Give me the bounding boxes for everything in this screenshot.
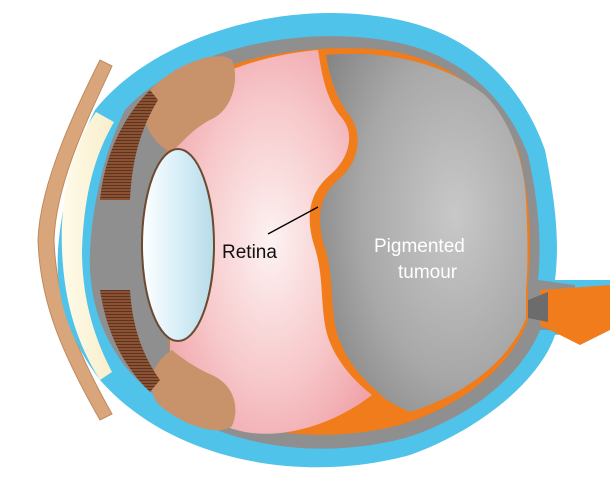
retina-label: Retina bbox=[222, 242, 277, 263]
tumour-label-line1: Pigmented bbox=[374, 236, 465, 257]
tumour-label-line2: tumour bbox=[398, 262, 458, 283]
lens bbox=[142, 149, 214, 341]
